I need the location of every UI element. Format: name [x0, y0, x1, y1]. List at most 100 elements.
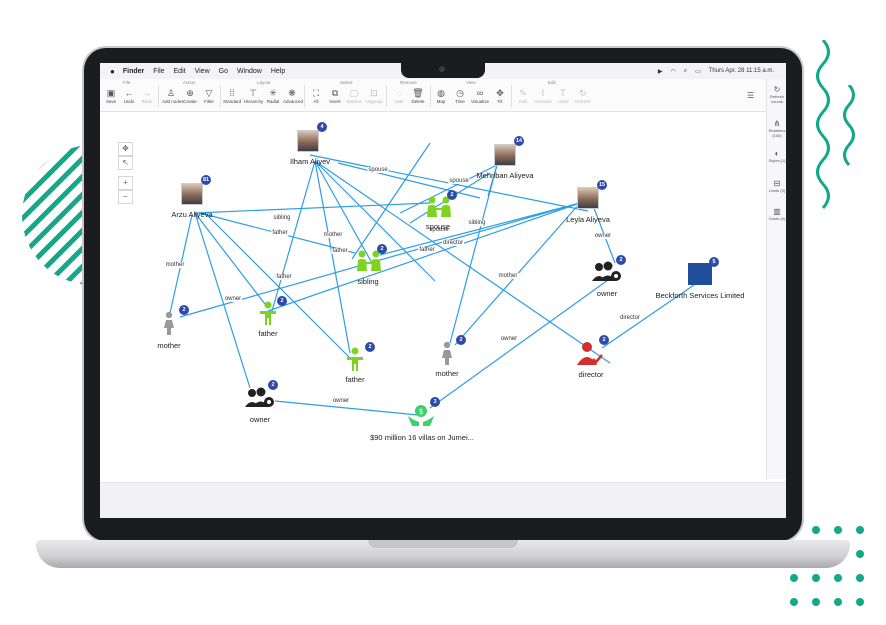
- ungroup-button[interactable]: ⊡Ungroup: [365, 88, 383, 104]
- edge-label[interactable]: owner: [223, 296, 243, 302]
- node-label-ilham-aliyev[interactable]: Ilham Aliyev: [289, 157, 331, 166]
- edge[interactable]: [314, 160, 373, 264]
- edge[interactable]: [449, 164, 498, 344]
- node-label-father[interactable]: father: [258, 329, 278, 338]
- play-icon[interactable]: ▶: [657, 68, 663, 75]
- edge[interactable]: [314, 160, 611, 364]
- search-icon[interactable]: ⌕: [683, 67, 688, 74]
- pointer-icon[interactable]: ↖: [118, 156, 133, 170]
- node-label-mother[interactable]: mother: [157, 341, 181, 350]
- edge[interactable]: [194, 202, 431, 214]
- add-nodes-button[interactable]: ♙Add nodes: [162, 88, 184, 104]
- menu-view[interactable]: View: [194, 67, 210, 75]
- edge-label[interactable]: owner: [499, 336, 519, 342]
- delete-button[interactable]: 🗑︎Delete: [409, 88, 427, 104]
- map-view-button[interactable]: ◍Map: [432, 88, 450, 104]
- edge[interactable]: [267, 202, 581, 312]
- zoom-out-button[interactable]: −: [118, 190, 133, 204]
- relations-tab[interactable]: ⋔Relations (108): [768, 119, 786, 138]
- hamburger-menu-icon[interactable]: ☰: [747, 91, 755, 100]
- edge[interactable]: [487, 164, 498, 197]
- money-hands-icon[interactable]: $: [406, 404, 436, 428]
- edge[interactable]: [351, 142, 431, 260]
- annotate-button[interactable]: ⌇Annotate: [534, 88, 553, 104]
- node-label-mother[interactable]: mother: [435, 369, 459, 378]
- edge-label[interactable]: director: [441, 240, 465, 246]
- menu-file[interactable]: File: [153, 67, 165, 75]
- node-label-villas-asset[interactable]: $90 million 16 villas on Jumei...: [370, 433, 474, 442]
- edge-label[interactable]: sibling: [467, 220, 487, 226]
- hierarchy-layout-button[interactable]: ⊤Hierarchy: [244, 88, 264, 104]
- save-button[interactable]: ▣Save: [102, 88, 120, 104]
- owner-group-icon[interactable]: [245, 387, 275, 409]
- edit-pen-button[interactable]: ✎Edit: [514, 88, 532, 104]
- extend-selection-button[interactable]: ▢Extend: [346, 88, 361, 104]
- refresh-edit-button[interactable]: ↻Refresh: [575, 88, 591, 104]
- graph-canvas[interactable]: ✥ ↖ + −: [100, 112, 766, 482]
- edge-label[interactable]: mother: [322, 232, 344, 238]
- edge-label[interactable]: mother: [164, 262, 186, 268]
- edge-label[interactable]: owner: [331, 398, 351, 404]
- avatar-mehriban-aliyeva[interactable]: [494, 144, 516, 166]
- node-label-owner[interactable]: owner: [596, 289, 618, 298]
- node-label-arzu-aliyeva[interactable]: Arzu Aliyeva: [171, 210, 213, 219]
- spouse-icon[interactable]: [425, 195, 453, 219]
- zoom-in-button[interactable]: +: [118, 176, 133, 190]
- edge[interactable]: [399, 164, 498, 214]
- edge-label[interactable]: sibling: [272, 215, 292, 221]
- time-view-button[interactable]: ◷Time: [451, 88, 469, 104]
- advanced-layout-button[interactable]: ❋Advanced: [283, 88, 304, 104]
- edge-label[interactable]: father: [275, 274, 293, 280]
- menu-finder[interactable]: Finder: [122, 67, 145, 75]
- redo-button[interactable]: →Redo: [138, 88, 156, 104]
- edge[interactable]: [601, 284, 695, 349]
- edge-label[interactable]: spouse: [367, 167, 389, 173]
- owner-group-icon[interactable]: [592, 261, 622, 283]
- edge[interactable]: [204, 212, 351, 359]
- radial-layout-button[interactable]: ✳Radial: [264, 88, 282, 104]
- avatar-arzu-aliyeva[interactable]: [181, 183, 203, 205]
- control-center-icon[interactable]: ▭: [695, 68, 701, 75]
- node-label-mehriban-aliyeva[interactable]: Mehriban Aliyeva: [476, 171, 534, 180]
- edge[interactable]: [194, 212, 269, 309]
- create-button[interactable]: ⊕Create: [181, 88, 199, 104]
- edge-label[interactable]: mother: [497, 273, 519, 279]
- father-icon[interactable]: [258, 301, 278, 325]
- edge[interactable]: [194, 212, 251, 389]
- edge-label[interactable]: owner: [593, 233, 613, 239]
- edge[interactable]: [429, 274, 616, 409]
- visualize-button[interactable]: ∞Visualize: [471, 88, 489, 104]
- select-all-button[interactable]: ⛶All: [307, 88, 325, 104]
- menu-help[interactable]: Help: [270, 67, 286, 75]
- node-label-spouse[interactable]: spouse: [425, 222, 451, 231]
- edge-label[interactable]: father: [418, 247, 436, 253]
- node-label-leyla-aliyeva[interactable]: Leyla Aliyeva: [566, 215, 610, 224]
- fit-button[interactable]: ✥Fit: [491, 88, 509, 104]
- edge[interactable]: [271, 160, 316, 312]
- apple-icon[interactable]: ●: [110, 66, 115, 76]
- director-icon[interactable]: [577, 341, 603, 365]
- edge-label[interactable]: father: [271, 230, 289, 236]
- standard-layout-button[interactable]: ⁞⁞Standard: [223, 88, 242, 104]
- cards-tab[interactable]: ▥Cards (0): [768, 207, 786, 221]
- edge-label[interactable]: spouse: [428, 227, 450, 233]
- sibling-icon[interactable]: [355, 249, 383, 273]
- styles-tab[interactable]: ◐Styles (1): [768, 149, 786, 163]
- invert-selection-button[interactable]: ⧉Invert: [326, 88, 344, 104]
- edge[interactable]: [314, 160, 436, 282]
- mother-icon[interactable]: [162, 311, 176, 335]
- limits-tab[interactable]: ⊟Limits (3): [768, 179, 786, 193]
- pan-icon[interactable]: ✥: [118, 142, 133, 156]
- menu-window[interactable]: Window: [236, 67, 262, 75]
- undo-button[interactable]: ←Undo: [120, 88, 138, 104]
- menu-go[interactable]: Go: [218, 67, 228, 75]
- edge[interactable]: [379, 202, 581, 256]
- node-label-owner[interactable]: owner: [249, 415, 271, 424]
- mother-icon[interactable]: [440, 341, 454, 365]
- edge[interactable]: [314, 160, 351, 354]
- node-label-father[interactable]: father: [345, 375, 365, 384]
- menu-edit[interactable]: Edit: [173, 67, 186, 75]
- edge[interactable]: [274, 400, 419, 416]
- refresh-counts-button[interactable]: ↻Refresh counts: [767, 85, 786, 104]
